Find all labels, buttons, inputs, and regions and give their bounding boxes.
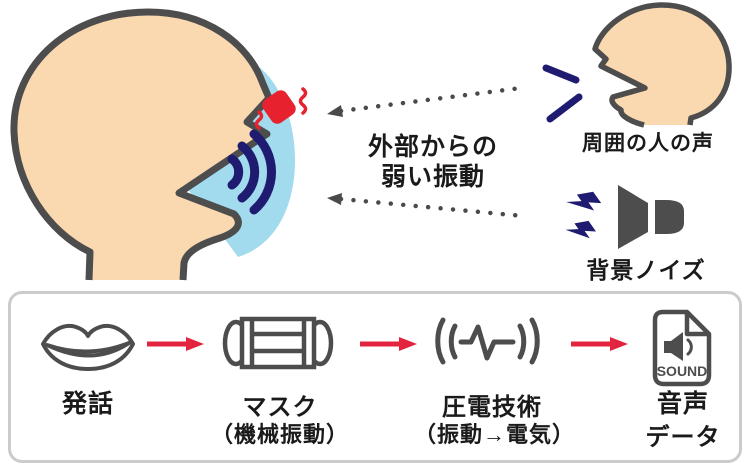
vibration-sensor-icon: [262, 90, 296, 124]
flow-arrow-icon: [360, 337, 417, 351]
dotted-arrow-bottom-icon: [327, 193, 526, 219]
top-illustration: [10, 2, 732, 281]
masked-head-icon: [10, 8, 273, 281]
sound-file-icon: SOUND: [652, 309, 712, 387]
sound-file-text: SOUND: [657, 363, 708, 379]
step2-sublabel: （機械振動）: [210, 422, 349, 447]
face-mask-icon: [222, 316, 334, 370]
piezo-vibration-icon: [435, 317, 540, 365]
flow-panel: [8, 291, 742, 463]
surrounding-voice-label: 周囲の人の声: [582, 132, 714, 155]
external-vibration-line1: 外部からの: [367, 133, 498, 161]
flow-arrow-icon: [147, 337, 204, 351]
step1-label: 発話: [61, 390, 114, 418]
noise-bolt-icon: [565, 191, 602, 239]
mouth-icon: [41, 324, 135, 371]
talking-head-icon: [592, 2, 732, 128]
speaker-glyph: [664, 332, 693, 361]
dotted-arrow-top-icon: [327, 85, 524, 117]
step4-sublabel: データ: [645, 424, 721, 451]
step4-label: 音声: [656, 390, 709, 418]
step2-label: マスク: [242, 394, 318, 421]
vibration-squiggle-icon: [254, 87, 308, 130]
flow-arrow-icon: [571, 337, 628, 351]
speaker-icon: [618, 185, 684, 249]
external-vibration-line2: 弱い振動: [380, 163, 485, 191]
speech-marks-icon: [542, 64, 583, 123]
external-vibration-label: 外部からの 弱い振動: [333, 132, 533, 192]
background-noise-label: 背景ノイズ: [586, 257, 706, 283]
step3-sublabel: （振動→電気）: [414, 422, 576, 447]
sound-wave-icon: [227, 129, 276, 215]
step3-label: 圧電技術: [442, 394, 542, 421]
